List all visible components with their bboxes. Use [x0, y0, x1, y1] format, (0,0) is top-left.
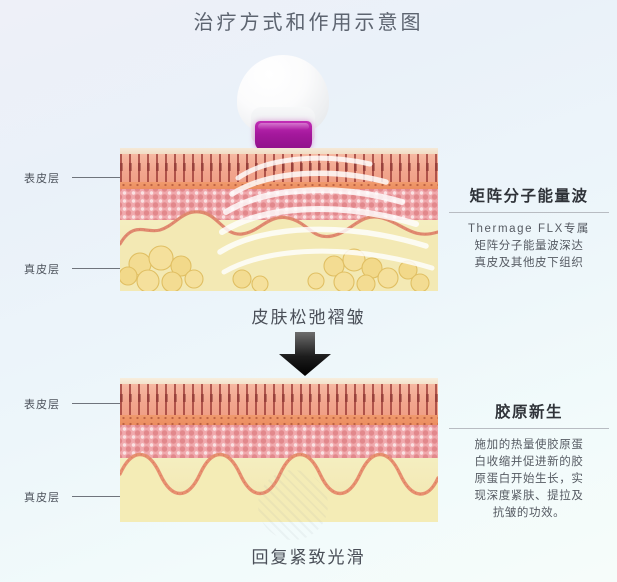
info-line-4: 现深度紧肤、提拉及	[474, 490, 584, 502]
caption-before: 皮肤松弛褶皱	[251, 308, 366, 327]
label-dermis-top: 真皮层	[24, 264, 60, 276]
skin-cross-section-before	[120, 148, 438, 291]
info-line-3: 原蛋白开始生长，实	[474, 473, 584, 485]
info-heading-energy-wave: 矩阵分子能量波	[469, 188, 589, 205]
skin-surface-layer	[120, 148, 438, 156]
info-heading-collagen: 胶原新生	[494, 404, 563, 421]
info-block-collagen: 胶原新生 施加的热量使胶原蛋 白收缩并促进新的胶 原蛋白开始生长，实 现深度紧肤…	[445, 400, 613, 522]
regenerated-collagen-contour	[120, 453, 438, 522]
info-divider	[449, 212, 609, 213]
info-line-2: 矩阵分子能量波深达	[474, 240, 584, 252]
label-dermis-bottom: 真皮层	[24, 492, 60, 504]
epidermis-layer	[120, 384, 438, 417]
info-line-3: 真皮及其他皮下组织	[474, 257, 584, 269]
down-arrow-icon	[279, 332, 331, 376]
info-line-1: Thermage FLX专属	[467, 223, 591, 235]
leader-line-dermis-top	[72, 268, 120, 269]
basal-layer	[120, 415, 438, 427]
treatment-handpiece-icon	[233, 55, 333, 155]
watermark	[258, 470, 328, 540]
caption-after: 回复紧致光滑	[251, 548, 366, 567]
leader-line-dermis-bottom	[72, 496, 120, 497]
leader-line-epidermis-top	[72, 177, 120, 178]
fat-cell-cluster	[120, 245, 430, 291]
basal-layer	[120, 182, 438, 191]
skin-surface-layer	[120, 378, 438, 386]
page-title: 治疗方式和作用示意图	[193, 12, 424, 34]
info-line-2: 白收缩并促进新的胶	[474, 456, 584, 468]
info-divider	[449, 428, 609, 429]
info-line-5: 抗皱的功效。	[492, 507, 566, 519]
leader-line-epidermis-bottom	[72, 403, 120, 404]
info-line-1: 施加的热量使胶原蛋	[474, 439, 584, 451]
skin-cross-section-after	[120, 378, 438, 522]
info-block-energy-wave: 矩阵分子能量波 Thermage FLX专属 矩阵分子能量波深达 真皮及其他皮下…	[445, 184, 613, 272]
label-epidermis-top: 表皮层	[24, 173, 60, 185]
energy-wave-icon	[217, 155, 435, 275]
handpiece-tip	[255, 121, 312, 151]
label-epidermis-bottom: 表皮层	[24, 399, 60, 411]
